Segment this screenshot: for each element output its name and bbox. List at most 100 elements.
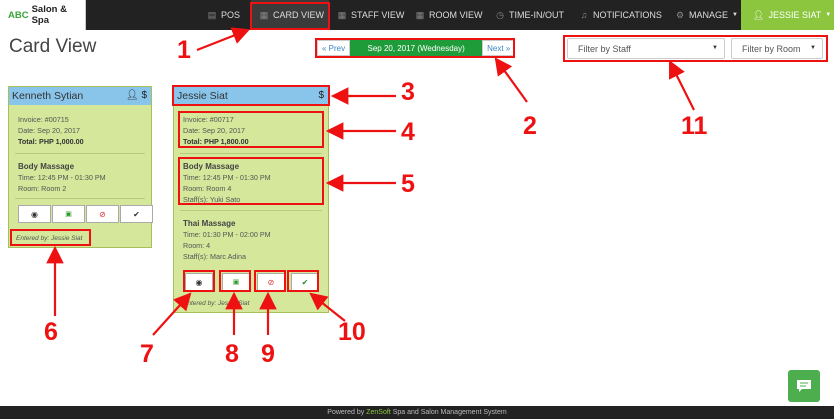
card-header: Kenneth Sytian 👤︎ $ bbox=[9, 87, 151, 105]
total-label: Total: bbox=[18, 137, 38, 146]
highlight-box bbox=[178, 157, 324, 205]
filter-staff-select[interactable]: Filter by Staff ▼ bbox=[567, 38, 725, 59]
nav-room-view[interactable]: ▦ ROOM VIEW bbox=[415, 0, 483, 30]
service-room: Room: Room 4 bbox=[183, 184, 232, 193]
highlight-box bbox=[10, 229, 91, 246]
annotation-number: 2 bbox=[523, 112, 537, 140]
nav-notifications[interactable]: ♫ NOTIFICATIONS bbox=[579, 0, 662, 30]
annotation-number: 5 bbox=[401, 170, 415, 198]
highlight-box bbox=[183, 270, 215, 292]
nav-pos[interactable]: ▤ POS bbox=[207, 0, 240, 30]
nav-staff-view[interactable]: ▦ STAFF VIEW bbox=[337, 0, 405, 30]
total-label: Total: bbox=[183, 137, 203, 146]
arrow-2 bbox=[494, 57, 528, 103]
filter-room-label: Filter by Room bbox=[742, 43, 801, 54]
card-icon: ▦ bbox=[259, 9, 269, 20]
card-customer-name: Jessie Siat bbox=[177, 90, 228, 102]
footer-pre: Powered by bbox=[327, 409, 365, 416]
invoice-date: Date: Sep 20, 2017 bbox=[183, 126, 245, 135]
cash-icon: ▣ bbox=[65, 211, 72, 218]
chat-button[interactable] bbox=[788, 370, 820, 402]
brand-name: Salon & Spa bbox=[31, 4, 67, 26]
eye-icon: ◉ bbox=[31, 209, 38, 219]
entered-by: Entered by: Jessie Siat bbox=[183, 300, 250, 307]
chat-icon bbox=[797, 380, 811, 392]
nav-staff-view-label: STAFF VIEW bbox=[351, 10, 405, 20]
service-block: Thai Massage Time: 01:30 PM - 02:00 PM R… bbox=[183, 218, 271, 262]
service-name: Thai Massage bbox=[183, 219, 236, 228]
highlight-box bbox=[254, 270, 286, 292]
prev-button[interactable]: « Prev bbox=[317, 40, 351, 56]
top-navbar: ABC Salon & Spa ▤ POS ▦ CARD VIEW ▦ STAF… bbox=[0, 0, 834, 30]
footer-link[interactable]: ZenSoft bbox=[366, 409, 391, 416]
invoice-number: Invoice: #00717 bbox=[183, 115, 234, 124]
dollar-icon[interactable]: $ bbox=[141, 90, 147, 101]
arrow-1 bbox=[196, 27, 251, 52]
service-staff: Staff(s): Marc Adina bbox=[183, 252, 246, 261]
annotation-number: 3 bbox=[401, 78, 415, 106]
appointment-card: Jessie Siat $ Invoice: #00717 Date: Sep … bbox=[173, 86, 329, 313]
divider bbox=[180, 153, 322, 154]
nav-time-in-out[interactable]: ◷ TIME-IN/OUT bbox=[495, 0, 564, 30]
nav-notifications-label: NOTIFICATIONS bbox=[593, 10, 662, 20]
nav-manage[interactable]: ⚙ MANAGE ▼ bbox=[675, 0, 738, 30]
service-staff: Staff(s): Yuki Sato bbox=[183, 195, 241, 204]
highlight-box bbox=[219, 270, 251, 292]
view-button[interactable]: ◉ bbox=[18, 205, 51, 223]
current-date: Sep 20, 2017 (Wednesday) bbox=[350, 40, 483, 56]
cancel-button[interactable]: ⊘ bbox=[86, 205, 119, 223]
cash-icon: ▣ bbox=[232, 279, 240, 286]
calendar-icon: ▦ bbox=[415, 9, 425, 20]
nav-pos-label: POS bbox=[221, 10, 241, 20]
invoice-number: Invoice: #00715 bbox=[18, 115, 69, 124]
highlight-box bbox=[172, 85, 330, 106]
nav-manage-label: MANAGE bbox=[689, 10, 729, 20]
filter-staff-label: Filter by Staff bbox=[578, 43, 631, 54]
arrow-10 bbox=[309, 292, 346, 322]
brand-abc: ABC bbox=[8, 9, 29, 21]
user-icon: 👤︎ bbox=[753, 9, 765, 20]
highlight-box bbox=[178, 111, 324, 148]
service-name: Body Massage bbox=[183, 162, 240, 171]
service-time: Time: 12:45 PM - 01:30 PM bbox=[183, 173, 271, 182]
invoice-block: Invoice: #00717 Date: Sep 20, 2017 Total… bbox=[183, 114, 249, 147]
service-room: Room: 4 bbox=[183, 241, 211, 250]
highlight-box bbox=[250, 2, 330, 30]
dollar-icon[interactable]: $ bbox=[318, 90, 324, 101]
service-block: Body Massage Time: 12:45 PM - 01:30 PM R… bbox=[183, 161, 271, 205]
chevron-down-icon: ▼ bbox=[810, 45, 816, 51]
service-room: Room: Room 2 bbox=[18, 184, 67, 193]
nav-card-view[interactable]: ▦ CARD VIEW bbox=[251, 0, 329, 30]
user-x-icon[interactable]: 👤︎ bbox=[125, 90, 139, 101]
pay-button[interactable]: ▣ bbox=[52, 205, 85, 223]
user-name: JESSIE SIAT bbox=[768, 10, 822, 20]
nav-time-in-out-label: TIME-IN/OUT bbox=[509, 10, 564, 20]
complete-button[interactable]: ✔ bbox=[120, 205, 153, 223]
ban-icon: ⊘ bbox=[267, 277, 275, 287]
page-title: Card View bbox=[9, 36, 97, 57]
check-icon: ✔ bbox=[301, 277, 309, 287]
gear-icon: ⚙ bbox=[675, 9, 685, 20]
service-time: Time: 12:45 PM - 01:30 PM bbox=[18, 173, 106, 182]
brand-logo[interactable]: ABC Salon & Spa bbox=[0, 0, 86, 30]
pos-icon: ▤ bbox=[207, 9, 217, 20]
clock-icon: ◷ bbox=[496, 9, 504, 20]
check-icon: ✔ bbox=[133, 209, 140, 219]
footer-post: Spa and Salon Management System bbox=[392, 409, 507, 416]
calendar-icon: ▦ bbox=[337, 9, 347, 20]
eye-icon: ◉ bbox=[195, 277, 203, 287]
annotation-number: 8 bbox=[225, 340, 239, 368]
annotation-number: 11 bbox=[681, 112, 708, 140]
filter-room-select[interactable]: Filter by Room ▼ bbox=[731, 38, 823, 59]
annotation-number: 4 bbox=[401, 118, 415, 146]
user-menu[interactable]: 👤︎ JESSIE SIAT ▼ bbox=[741, 0, 834, 30]
arrow-7 bbox=[152, 292, 192, 336]
chevron-down-icon: ▼ bbox=[825, 12, 832, 18]
date-navigator: « Prev Sep 20, 2017 (Wednesday) Next » bbox=[317, 40, 516, 56]
invoice-total: PHP 1,800.00 bbox=[204, 137, 249, 146]
footer: Powered by ZenSoft Spa and Salon Managem… bbox=[0, 406, 834, 419]
card-customer-name: Kenneth Sytian bbox=[12, 90, 84, 102]
service-time: Time: 01:30 PM - 02:00 PM bbox=[183, 230, 271, 239]
invoice-block: Invoice: #00715 Date: Sep 20, 2017 Total… bbox=[18, 114, 84, 147]
